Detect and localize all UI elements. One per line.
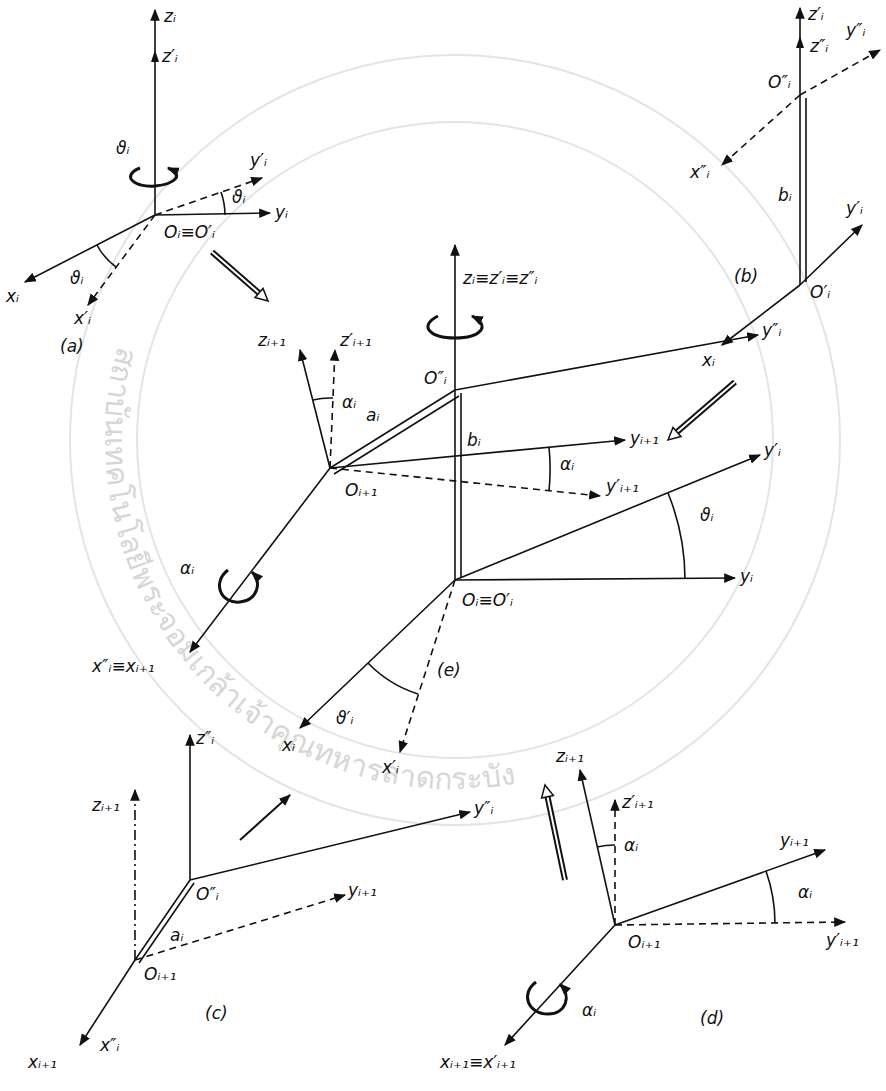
axis-label: y′ᵢ <box>764 440 781 460</box>
angle-label: ϑᵢ <box>232 187 246 207</box>
axis-label: x″ᵢ <box>690 162 709 182</box>
origin-label: Oᵢ₊₁ <box>628 932 660 952</box>
axis-label: x′ᵢ <box>74 308 91 328</box>
axis-label: z″ᵢ <box>196 728 214 748</box>
axis-heads <box>151 36 804 62</box>
panel-letter: (a) <box>60 336 84 356</box>
dimension-label: bᵢ <box>778 185 792 205</box>
axis-label: zᵢ≡z′ᵢ≡z″ᵢ <box>463 268 538 288</box>
axis-label: x″ᵢ≡xᵢ₊₁ <box>92 656 155 676</box>
axis-label: zᵢ₊₁ <box>92 795 120 815</box>
axis-label: x″ᵢ <box>100 1035 119 1055</box>
angle-label: ϑᵢ <box>700 505 714 525</box>
angle-label: αᵢ <box>624 835 638 855</box>
angle-label: ϑ′ᵢ <box>336 708 353 728</box>
panel-letter: (e) <box>437 660 461 680</box>
axis-label: xᵢ <box>282 735 295 755</box>
panel-letter: (b) <box>734 266 758 286</box>
transfer-arrows <box>212 252 735 880</box>
axis-label: z′ᵢ₊₁ <box>340 330 372 350</box>
angle-label: αᵢ <box>798 882 812 902</box>
axis-label: y′ᵢ₊₁ <box>826 930 859 950</box>
origin-label: O″ᵢ <box>196 884 219 904</box>
axis-label: y′ᵢ <box>250 150 267 170</box>
axis-label: zᵢ₊₁ <box>258 330 286 350</box>
panel-letter: (d) <box>700 1008 724 1028</box>
axis-label: xᵢ <box>6 286 19 306</box>
angle-label: αᵢ <box>180 558 194 578</box>
panel-letter: (c) <box>205 1003 228 1023</box>
axis-label: yᵢ₊₁ <box>630 428 659 448</box>
origin-label: O′ᵢ <box>810 282 830 302</box>
origin-label: Oᵢ₊₁ <box>345 480 377 500</box>
axis-label: y″ᵢ <box>762 320 781 340</box>
axis-label: z′ᵢ <box>162 46 178 66</box>
axis-label: xᵢ₊₁≡x′ᵢ₊₁ <box>440 1052 516 1072</box>
origin-label: Oᵢ₊₁ <box>144 964 176 984</box>
origin-label: Oᵢ≡O′ᵢ <box>164 222 215 242</box>
origin-label: O″ᵢ <box>424 368 447 388</box>
axis-label: z′ᵢ <box>808 4 824 24</box>
origin-label: O″ᵢ <box>768 72 791 92</box>
axis-label: yᵢ <box>275 202 288 222</box>
dimension-label: bᵢ <box>467 430 481 450</box>
axis-label: z′ᵢ₊₁ <box>622 792 654 812</box>
dimension-label: aᵢ <box>366 405 379 425</box>
axis-label: yᵢ₊₁ <box>780 830 809 850</box>
axis-label: y″ᵢ <box>474 798 493 818</box>
axis-label: zᵢ₊₁ <box>556 746 584 766</box>
origin-label: Oᵢ≡O′ᵢ <box>462 590 513 610</box>
angle-label: αᵢ <box>560 454 574 474</box>
axis-label: yᵢ <box>740 566 753 586</box>
axis-label: y″ᵢ <box>846 20 865 40</box>
axis-label: xᵢ₊₁ <box>28 1052 57 1072</box>
axes <box>25 8 880 1045</box>
axis-label: zᵢ <box>164 6 176 26</box>
axis-label: yᵢ₊₁ <box>348 880 377 900</box>
angle-label: αᵢ <box>582 1000 596 1020</box>
angle-label: ϑᵢ <box>70 268 84 288</box>
axis-label: z″ᵢ <box>810 36 828 56</box>
dimension-label: aᵢ <box>170 925 183 945</box>
axis-label: x′ᵢ <box>382 757 399 777</box>
axis-label: xᵢ <box>702 350 715 370</box>
watermark-seal <box>70 55 840 825</box>
angle-label: αᵢ <box>342 392 356 412</box>
angle-label: ϑᵢ <box>116 138 130 158</box>
axis-label: y′ᵢ <box>846 198 863 218</box>
axis-label: y′ᵢ₊₁ <box>606 476 639 496</box>
